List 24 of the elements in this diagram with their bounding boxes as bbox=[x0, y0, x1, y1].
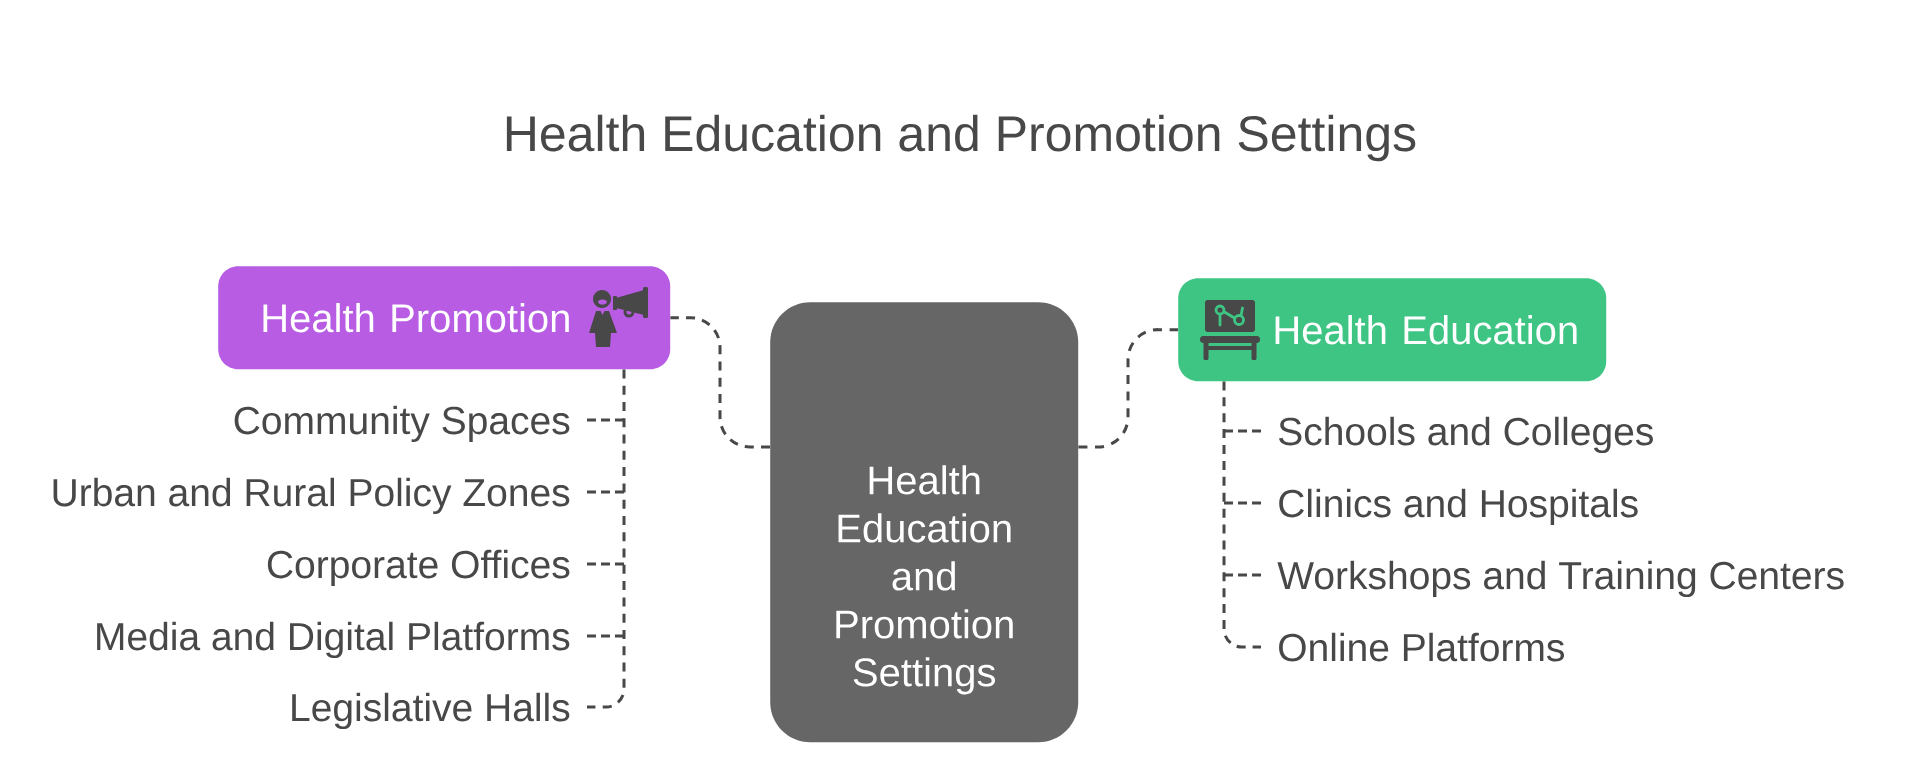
category-box: Health Education bbox=[1178, 278, 1607, 382]
connector-line bbox=[587, 562, 624, 566]
item-label: Media and Digital Platforms bbox=[97, 621, 570, 659]
connector-line bbox=[587, 634, 624, 638]
item-label: Urban and Rural Policy Zones bbox=[53, 477, 570, 515]
item-label: Online Platforms bbox=[1279, 632, 1564, 662]
connector-line bbox=[1224, 501, 1261, 505]
connector-line bbox=[1078, 328, 1178, 449]
connector-line bbox=[1224, 573, 1261, 577]
item-label: Legislative Halls bbox=[292, 692, 570, 730]
central-box: Health Education and Promotion Settings bbox=[770, 302, 1079, 743]
item-label: Corporate Offices bbox=[267, 549, 570, 587]
item-label: Schools and Colleges bbox=[1279, 416, 1653, 454]
connector-line bbox=[670, 316, 770, 449]
connector-line bbox=[587, 369, 626, 709]
connector-line bbox=[587, 418, 624, 422]
item-label: Clinics and Hospitals bbox=[1279, 488, 1638, 526]
item-label: Workshops and Training Centers bbox=[1277, 560, 1844, 598]
item-label: Community Spaces bbox=[234, 405, 570, 443]
connector-line bbox=[587, 490, 624, 494]
connector-line bbox=[1224, 429, 1261, 433]
title: Health Education and Promotion Settings bbox=[506, 114, 1416, 162]
category-box: Health Promotion bbox=[218, 266, 671, 370]
connector-line bbox=[1222, 381, 1261, 649]
